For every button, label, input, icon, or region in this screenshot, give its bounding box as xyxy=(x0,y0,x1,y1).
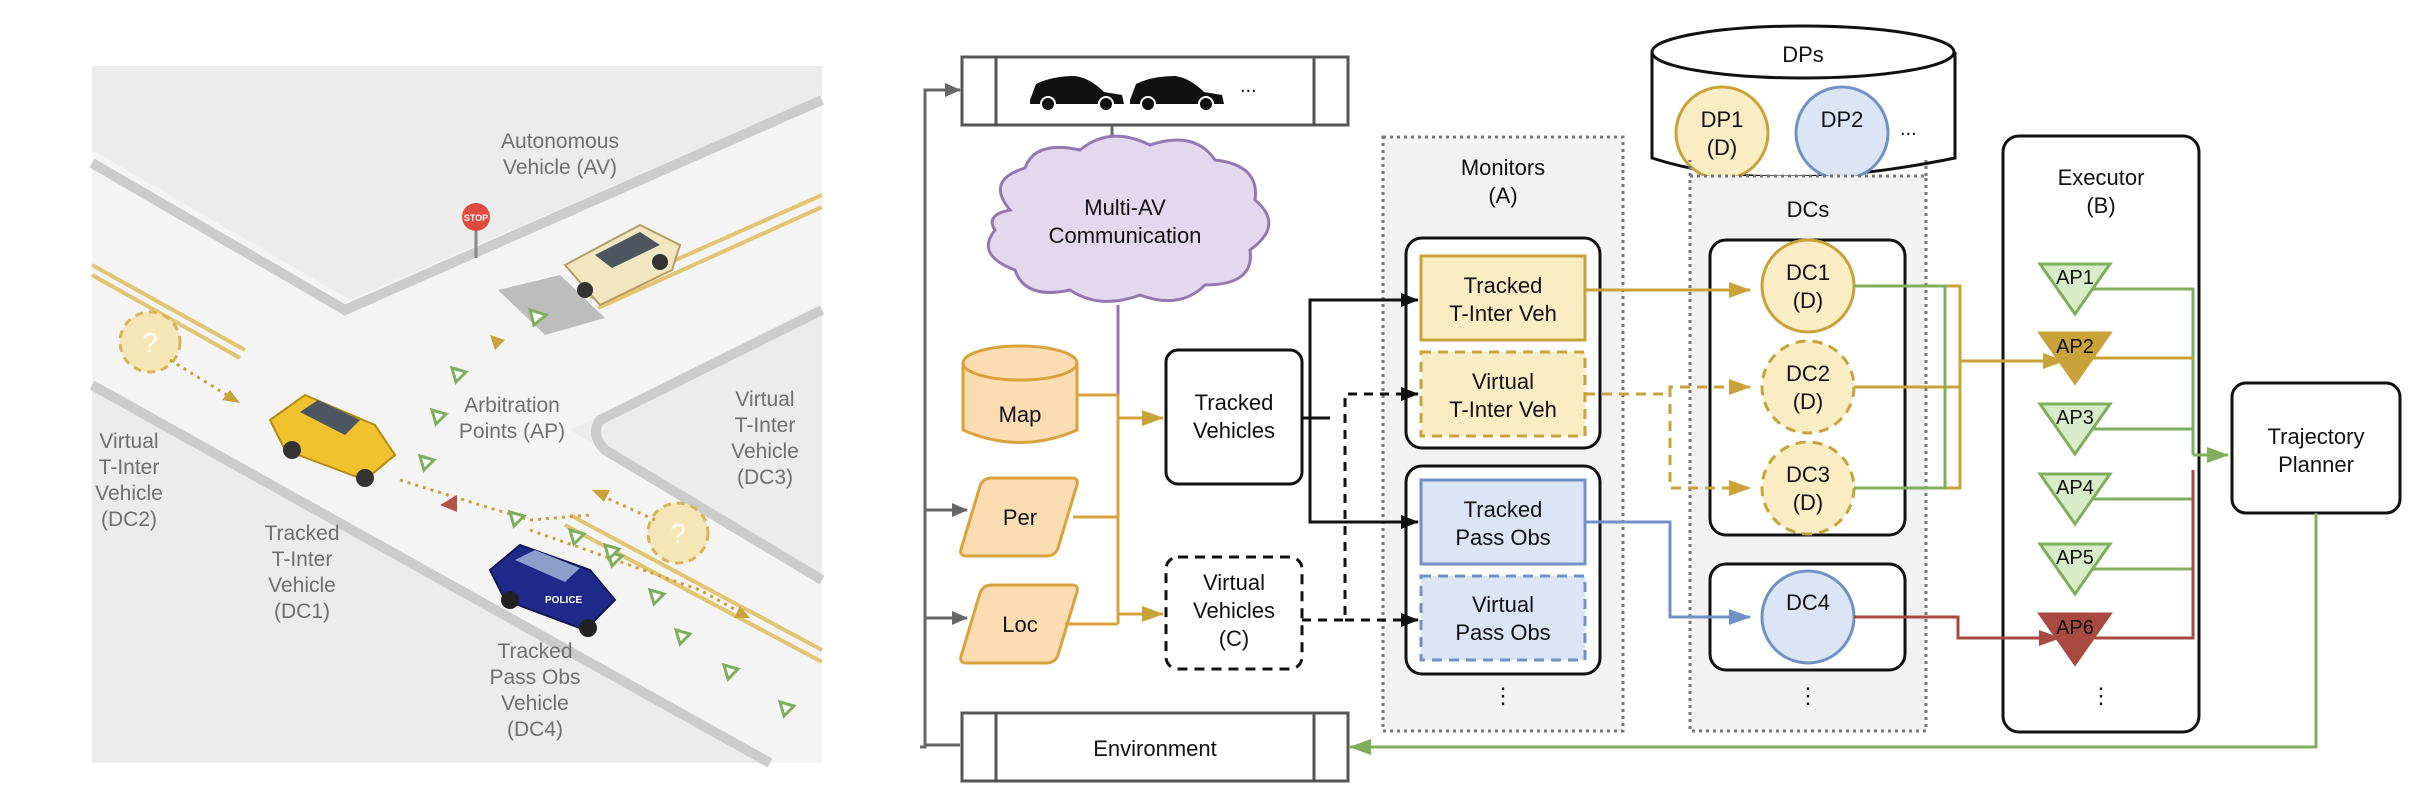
label-dc4-1: Tracked xyxy=(497,640,572,663)
label-dc4-3: Vehicle xyxy=(501,692,569,715)
ap5-label: AP5 xyxy=(2056,547,2094,569)
label-dc2-1: Virtual xyxy=(99,430,158,453)
monitors-ellipsis: ⋮ xyxy=(1492,683,1514,708)
dc2-label-2: (D) xyxy=(1793,389,1824,414)
vehicles-bar: ... xyxy=(960,55,1350,127)
tracked-pass-label-2: Pass Obs xyxy=(1455,525,1550,550)
label-dc3-3: Vehicle xyxy=(731,440,799,463)
virtual-tinter-label-2: T-Inter Veh xyxy=(1449,397,1557,422)
tracked-vehicles-label-2: Vehicles xyxy=(1193,418,1275,443)
map-database: Map xyxy=(961,344,1079,444)
label-dc3-2: T-Inter xyxy=(735,414,796,437)
dc1-label-1: DC1 xyxy=(1786,260,1830,285)
dps-label: DPs xyxy=(1782,42,1824,67)
tracked-pass-label-1: Tracked xyxy=(1464,497,1543,522)
localization-module: Loc xyxy=(959,583,1079,665)
label-dc4-4: (DC4) xyxy=(507,718,563,741)
ap3-label: AP3 xyxy=(2056,407,2094,429)
multi-av-label-2: Communication xyxy=(1049,223,1202,248)
executor-panel: Executor (B) AP1 AP2 AP3 AP4 AP5 AP6 ⋮ xyxy=(2001,134,2201,734)
dps-ellipsis: ... xyxy=(1900,118,1917,140)
dp1-label-1: DP1 xyxy=(1701,107,1744,132)
virtual-vehicles-label-1: Virtual xyxy=(1203,570,1265,595)
label-dc2-3: Vehicle xyxy=(95,482,163,505)
ap2-label: AP2 xyxy=(2056,336,2094,358)
tracked-vehicles-box: Tracked Vehicles xyxy=(1164,348,1304,486)
label-dc1-3: Vehicle xyxy=(268,574,336,597)
virtual-vehicles-label-3: (C) xyxy=(1219,626,1250,651)
tracked-tinter-label-1: Tracked xyxy=(1464,273,1543,298)
trajectory-planner-label-1: Trajectory xyxy=(2268,424,2365,449)
label-av-2: Vehicle (AV) xyxy=(503,156,617,179)
label-dc1-4: (DC1) xyxy=(274,600,330,623)
dc4-label: DC4 xyxy=(1786,590,1830,615)
loc-label: Loc xyxy=(1002,612,1037,637)
dc3-label-1: DC3 xyxy=(1786,462,1830,487)
virtual-tinter-label-1: Virtual xyxy=(1472,369,1534,394)
dc1-label-2: (D) xyxy=(1793,288,1824,313)
label-dc1-1: Tracked xyxy=(264,522,339,545)
tracked-tinter-label-2: T-Inter Veh xyxy=(1449,301,1557,326)
map-label: Map xyxy=(999,402,1042,427)
virtual-vehicles-label-2: Vehicles xyxy=(1193,598,1275,623)
dcs-label: DCs xyxy=(1787,197,1830,222)
label-ap-1: Arbitration xyxy=(464,394,560,417)
question-mark-dc3: ? xyxy=(670,518,686,549)
ap6-label: AP6 xyxy=(2056,617,2094,639)
arbitration-point-markers xyxy=(417,307,797,719)
autonomous-vehicle-car xyxy=(563,223,682,307)
vehicles-ellipsis: ... xyxy=(1240,75,1257,97)
dps-database: DPs DP1 (D) DP2 ... xyxy=(1650,24,1957,181)
executor-label-1: Executor xyxy=(2058,165,2145,190)
virtual-pass-label-2: Pass Obs xyxy=(1455,620,1550,645)
environment-bar: Environment xyxy=(960,711,1350,783)
police-text: POLICE xyxy=(545,595,583,606)
executor-label-2: (B) xyxy=(2086,193,2115,218)
dc2-label-1: DC2 xyxy=(1786,361,1830,386)
police-car: POLICE xyxy=(488,543,617,637)
label-av-1: Autonomous xyxy=(501,130,619,153)
intersection-scene: STOP POLICE ? ? xyxy=(89,66,825,768)
taxi-car xyxy=(268,393,397,487)
multi-av-label-1: Multi-AV xyxy=(1084,195,1166,220)
virtual-vehicle-dc2-circle xyxy=(118,310,182,374)
dp2-label: DP2 xyxy=(1821,107,1864,132)
label-dc3-1: Virtual xyxy=(735,388,794,411)
virtual-vehicle-dc3-circle xyxy=(646,501,710,565)
ap1-label: AP1 xyxy=(2056,267,2094,289)
car-icon xyxy=(1030,76,1224,112)
dcs-panel: DCs DC1 (D) DC2 (D) DC3 (D) DC4 ⋮ xyxy=(1688,160,1928,733)
label-dc2-2: T-Inter xyxy=(99,456,160,479)
label-dc3-4: (DC3) xyxy=(737,466,793,489)
multi-av-communication-cloud: Multi-AV Communication xyxy=(986,134,1271,303)
trajectory-planner-box: Trajectory Planner xyxy=(2230,381,2402,515)
label-dc2-4: (DC2) xyxy=(101,508,157,531)
dp1-label-2: (D) xyxy=(1707,135,1738,160)
label-ap-2: Points (AP) xyxy=(459,420,565,443)
stop-sign-text: STOP xyxy=(464,213,488,223)
monitors-label-1: Monitors xyxy=(1461,155,1545,180)
tracked-vehicles-label-1: Tracked xyxy=(1195,390,1274,415)
monitors-panel: Monitors (A) Tracked T-Inter Veh Virtual… xyxy=(1381,135,1625,733)
per-label: Per xyxy=(1003,505,1037,530)
label-dc4-2: Pass Obs xyxy=(489,666,580,689)
perception-module: Per xyxy=(959,476,1079,558)
label-dc1-2: T-Inter xyxy=(272,548,333,571)
question-mark-dc2: ? xyxy=(142,327,158,358)
virtual-pass-label-1: Virtual xyxy=(1472,592,1534,617)
trajectory-planner-label-2: Planner xyxy=(2278,452,2354,477)
executor-ellipsis: ⋮ xyxy=(2090,683,2112,708)
dc3-label-2: (D) xyxy=(1793,490,1824,515)
virtual-vehicles-box: Virtual Vehicles (C) xyxy=(1164,555,1304,671)
dcs-ellipsis: ⋮ xyxy=(1797,683,1819,708)
architecture-diagram: ... Multi-AV Communication Map Per Loc xyxy=(920,24,2402,783)
environment-label: Environment xyxy=(1093,736,1217,761)
monitors-label-2: (A) xyxy=(1488,183,1517,208)
ap4-label: AP4 xyxy=(2056,477,2094,499)
